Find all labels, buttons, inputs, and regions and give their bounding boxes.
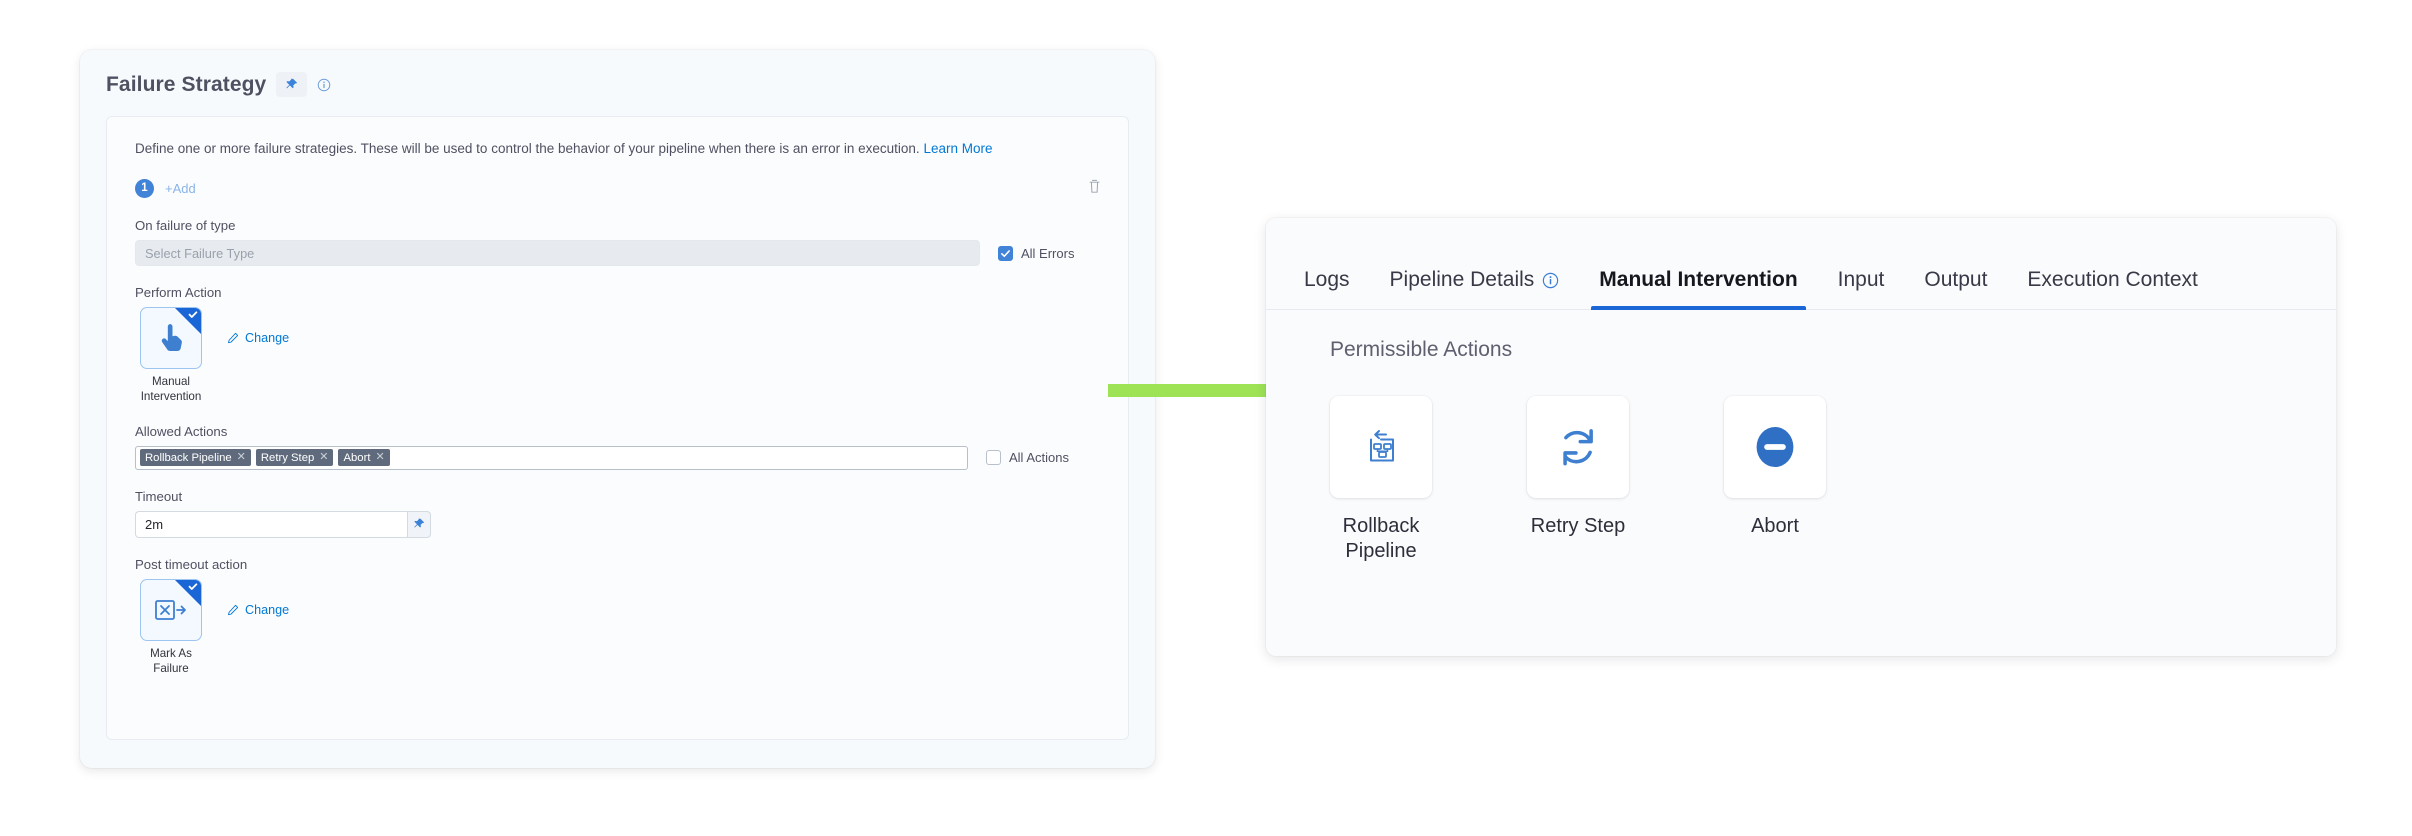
pencil-icon (228, 333, 239, 344)
add-strategy-button[interactable]: +Add (165, 180, 196, 196)
tab-label: Input (1837, 268, 1885, 291)
tag-rollback-pipeline[interactable]: Rollback Pipeline ✕ (140, 449, 251, 467)
permissible-action-abort[interactable]: Abort (1724, 396, 1826, 564)
tab-manual-intervention[interactable]: Manual Intervention (1579, 268, 1817, 310)
selected-check-badge (175, 308, 201, 335)
all-actions-checkbox-wrap[interactable]: All Actions (986, 450, 1069, 466)
perform-action-label: Perform Action (135, 285, 222, 301)
tag-abort[interactable]: Abort ✕ (338, 449, 390, 467)
rollback-pipeline-icon (1370, 430, 1394, 462)
pencil-icon (228, 604, 239, 616)
timeout-label: Timeout (135, 488, 183, 504)
tab-execution-context[interactable]: Execution Context (2007, 268, 2217, 309)
mark-as-failure-card[interactable] (140, 578, 202, 641)
selected-check-badge (175, 579, 201, 606)
pin-icon (414, 518, 425, 528)
info-icon[interactable] (317, 78, 331, 92)
change-label: Change (245, 602, 290, 617)
tab-output[interactable]: Output (1904, 268, 2007, 309)
change-perform-action-button[interactable]: Change (227, 331, 289, 345)
change-post-timeout-action-button[interactable]: Change (227, 603, 289, 617)
manual-intervention-panel: Logs Pipeline Details Manual Interventio… (1266, 218, 2336, 656)
hand-pointer-icon (161, 324, 182, 352)
tag-label: Abort (343, 451, 371, 464)
manual-intervention-card[interactable] (140, 307, 202, 370)
retry-step-icon (1563, 429, 1593, 466)
description: Define one or more failure strategies. T… (135, 139, 1100, 159)
page-title: Failure Strategy (106, 72, 267, 96)
all-errors-checkbox-wrap[interactable]: All Errors (998, 245, 1075, 261)
manual-intervention-body: Permissible Actions Rollback Pipel (1266, 310, 2336, 564)
post-timeout-card-block: Mark As Failure (135, 578, 207, 677)
all-actions-checkbox[interactable] (986, 450, 1001, 466)
tag-remove-icon[interactable]: ✕ (375, 451, 385, 464)
tab-logs[interactable]: Logs (1304, 268, 1370, 309)
trash-icon (1089, 179, 1099, 193)
mark-as-failure-caption: Mark As Failure (150, 646, 192, 675)
allowed-actions-input[interactable]: Rollback Pipeline ✕ Retry Step ✕ Abort ✕ (135, 445, 968, 470)
perform-action-card-block: Manual Intervention (135, 307, 207, 405)
permissible-action-retry-step[interactable]: Retry Step (1527, 396, 1629, 564)
allowed-actions-label: Allowed Actions (135, 423, 228, 439)
abort-icon (1756, 426, 1794, 468)
tag-label: Retry Step (260, 451, 315, 464)
tab-input[interactable]: Input (1818, 268, 1905, 309)
action-card[interactable] (1724, 396, 1826, 498)
timeout-input[interactable]: 2m (135, 510, 407, 538)
change-label: Change (245, 331, 290, 346)
all-errors-label: All Errors (1021, 245, 1075, 261)
timeout-field: 2m (135, 510, 431, 538)
perform-action-row: Manual Intervention Change (135, 307, 1100, 405)
pin-button[interactable] (276, 72, 308, 97)
strategy-add-row: 1 +Add (135, 177, 1100, 199)
mark-as-failure-icon (155, 600, 186, 620)
post-timeout-action-row: Mark As Failure Change (135, 578, 1100, 677)
action-card[interactable] (1527, 396, 1629, 498)
tag-label: Rollback Pipeline (145, 451, 232, 464)
permissible-actions-grid: Rollback Pipeline Retry Step (1330, 396, 2336, 564)
permissible-actions-title: Permissible Actions (1330, 338, 1513, 361)
all-errors-checkbox[interactable] (998, 245, 1013, 261)
tab-label: Output (1924, 268, 1988, 291)
tab-label: Logs (1304, 268, 1350, 291)
permissible-action-rollback-pipeline[interactable]: Rollback Pipeline (1330, 396, 1432, 564)
tag-retry-step[interactable]: Retry Step ✕ (255, 449, 334, 467)
delete-strategy-button[interactable] (1084, 175, 1104, 197)
tag-remove-icon[interactable]: ✕ (236, 451, 246, 464)
action-card[interactable] (1330, 396, 1432, 498)
manual-intervention-caption: Manual Intervention (140, 375, 202, 404)
tab-label: Execution Context (2027, 268, 2198, 291)
tab-label: Pipeline Details (1389, 268, 1535, 291)
timeout-pin-button[interactable] (407, 510, 431, 538)
all-actions-label: All Actions (1009, 450, 1069, 466)
info-icon[interactable] (1542, 272, 1559, 289)
failure-strategy-body: Define one or more failure strategies. T… (106, 116, 1129, 740)
failure-type-select[interactable]: Select Failure Type (135, 240, 980, 267)
post-timeout-label: Post timeout action (135, 556, 248, 572)
failure-strategy-header: Failure Strategy (80, 50, 1155, 102)
tab-label: Manual Intervention (1599, 268, 1798, 291)
strategy-number-badge[interactable]: 1 (135, 178, 154, 198)
tab-bar: Logs Pipeline Details Manual Interventio… (1266, 218, 2336, 310)
failure-strategy-panel: Failure Strategy Define one or more fail… (80, 50, 1155, 768)
tab-pipeline-details[interactable]: Pipeline Details (1370, 268, 1580, 309)
action-label: Retry Step (1530, 515, 1626, 537)
description-text: Define one or more failure strategies. T… (135, 141, 920, 156)
tag-remove-icon[interactable]: ✕ (319, 451, 329, 464)
on-failure-label: On failure of type (135, 218, 236, 234)
failure-type-row: Select Failure Type All Errors (135, 240, 1100, 267)
pin-icon (286, 78, 298, 89)
check-icon (1001, 249, 1010, 257)
action-label: Rollback Pipeline (1342, 515, 1420, 562)
learn-more-link[interactable]: Learn More (923, 141, 993, 156)
action-label: Abort (1751, 515, 1799, 537)
allowed-actions-row: Rollback Pipeline ✕ Retry Step ✕ Abort ✕ (135, 445, 1100, 470)
